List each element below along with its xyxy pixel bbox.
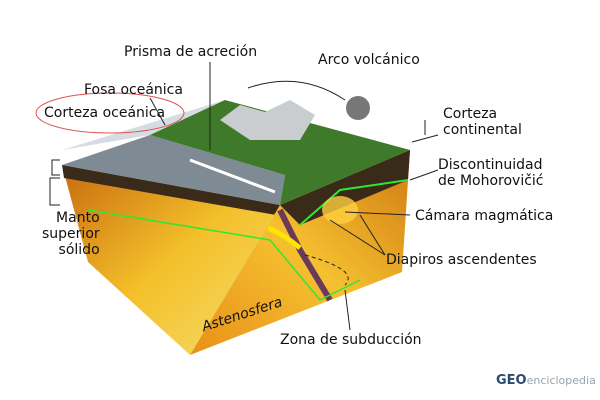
mountains <box>220 100 315 140</box>
label-corteza-oceanica: Corteza oceánica <box>44 105 166 121</box>
continental-crust-band <box>280 150 410 225</box>
arc-arrow <box>247 80 346 101</box>
label-corteza-continental: Corteza continental <box>443 106 522 138</box>
ocean-surface <box>62 135 285 205</box>
label-prisma: Prisma de acreción <box>124 44 258 60</box>
subduction-arrow <box>267 225 302 250</box>
highlight-ellipse <box>35 92 185 134</box>
label-zona: Zona de subducción <box>280 332 422 348</box>
volcanic-ash <box>346 96 370 120</box>
label-moho: Discontinuidad de Mohorovičić <box>438 157 544 189</box>
label-camara: Cámara magmática <box>415 208 554 224</box>
oceanic-crust-band <box>62 165 280 215</box>
label-fosa: Fosa oceánica <box>84 82 183 98</box>
slab-moho <box>87 209 361 301</box>
label-arco: Arco volcánico <box>318 52 420 68</box>
label-manto: Manto superior sólido <box>42 210 100 258</box>
geoenciclopedia-logo: GEOenciclopedia <box>496 373 596 388</box>
slab <box>277 208 333 302</box>
plate-motion-arrow <box>189 158 276 194</box>
block-left-face <box>62 165 280 355</box>
label-diapiros: Diapiros ascendentes <box>386 252 537 268</box>
magma-chamber <box>322 196 358 224</box>
continent-surface <box>150 100 410 205</box>
moho-line <box>299 179 409 226</box>
